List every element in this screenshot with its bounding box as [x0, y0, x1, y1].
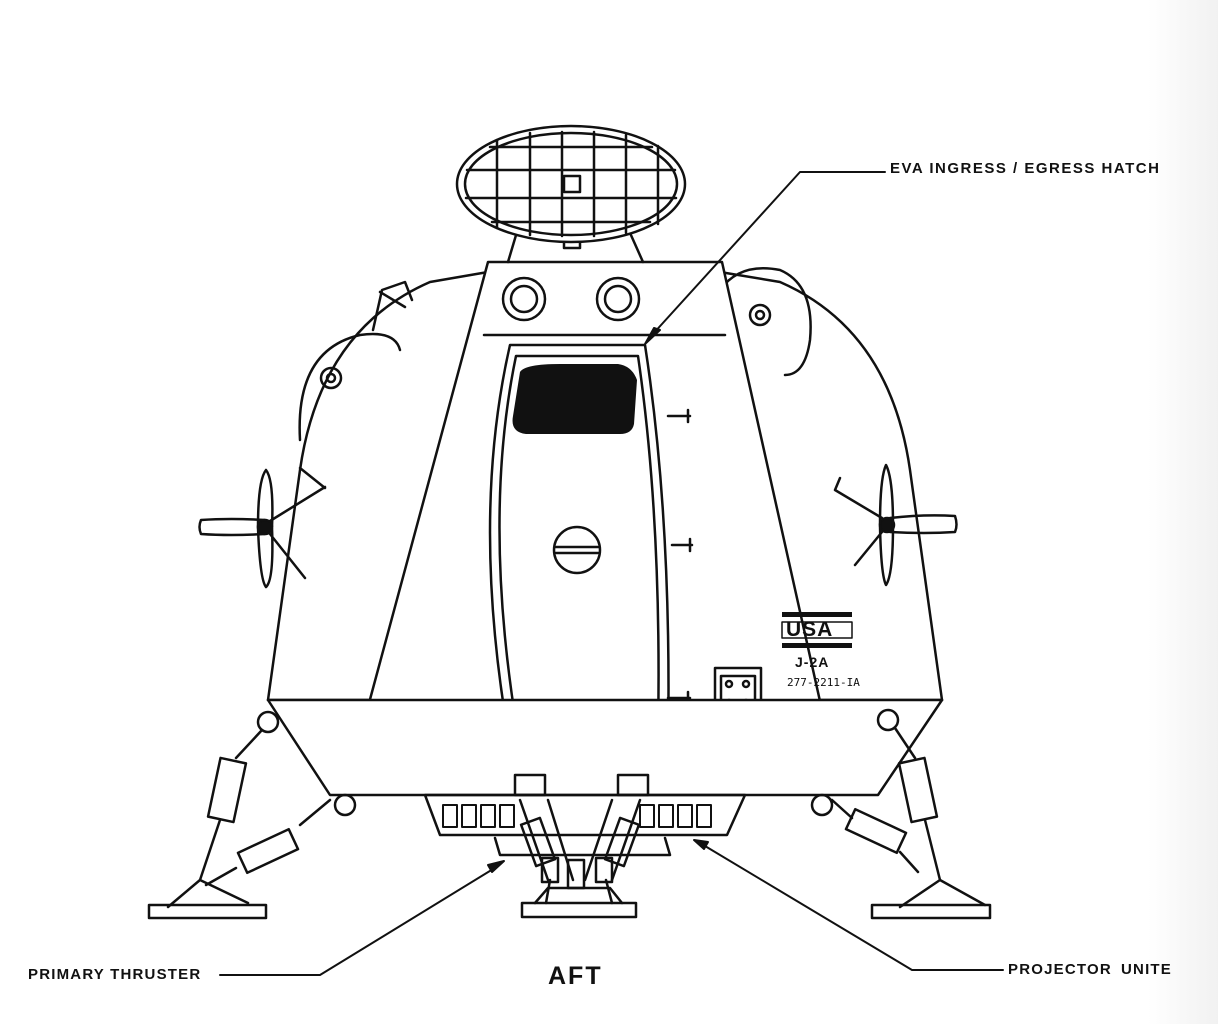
- serial-marking: 277-2211-IA: [787, 676, 860, 689]
- right-porthole: [595, 276, 641, 322]
- hatch-window: [512, 364, 637, 434]
- center-foot-pad: [520, 901, 638, 919]
- primary-thruster: [493, 836, 672, 857]
- left-tank-valve: [319, 366, 343, 390]
- usa-marking: USA: [786, 618, 834, 641]
- projector-label: PROJECTOR: [1008, 961, 1112, 978]
- grid-antenna-icon: [455, 124, 687, 244]
- eva-leader: [651, 171, 886, 336]
- left-tank: [298, 332, 402, 442]
- left-landing-leg: [147, 710, 357, 920]
- right-shoulder: [718, 270, 944, 702]
- model-marking: J-2A: [795, 654, 830, 670]
- projector-leader: [699, 842, 1004, 971]
- view-label: AFT: [548, 962, 603, 990]
- page-edge-shading: [1148, 0, 1218, 1024]
- left-shoulder: [266, 270, 490, 702]
- propeller-icon: [833, 463, 958, 587]
- right-tank: [718, 266, 812, 377]
- right-landing-leg: [810, 708, 992, 920]
- hatch-handle: [552, 525, 602, 575]
- propeller-icon: [198, 466, 327, 589]
- primary-thruster-label: PRIMARY THRUSTER: [28, 966, 202, 983]
- projector-unit-label: UNITE: [1121, 961, 1172, 978]
- lower-base: [266, 698, 944, 797]
- right-tank-valve: [748, 303, 772, 327]
- eva-hatch-label: EVA INGRESS / EGRESS HATCH: [890, 160, 1161, 177]
- left-porthole: [501, 276, 547, 322]
- thruster-leader: [219, 865, 499, 976]
